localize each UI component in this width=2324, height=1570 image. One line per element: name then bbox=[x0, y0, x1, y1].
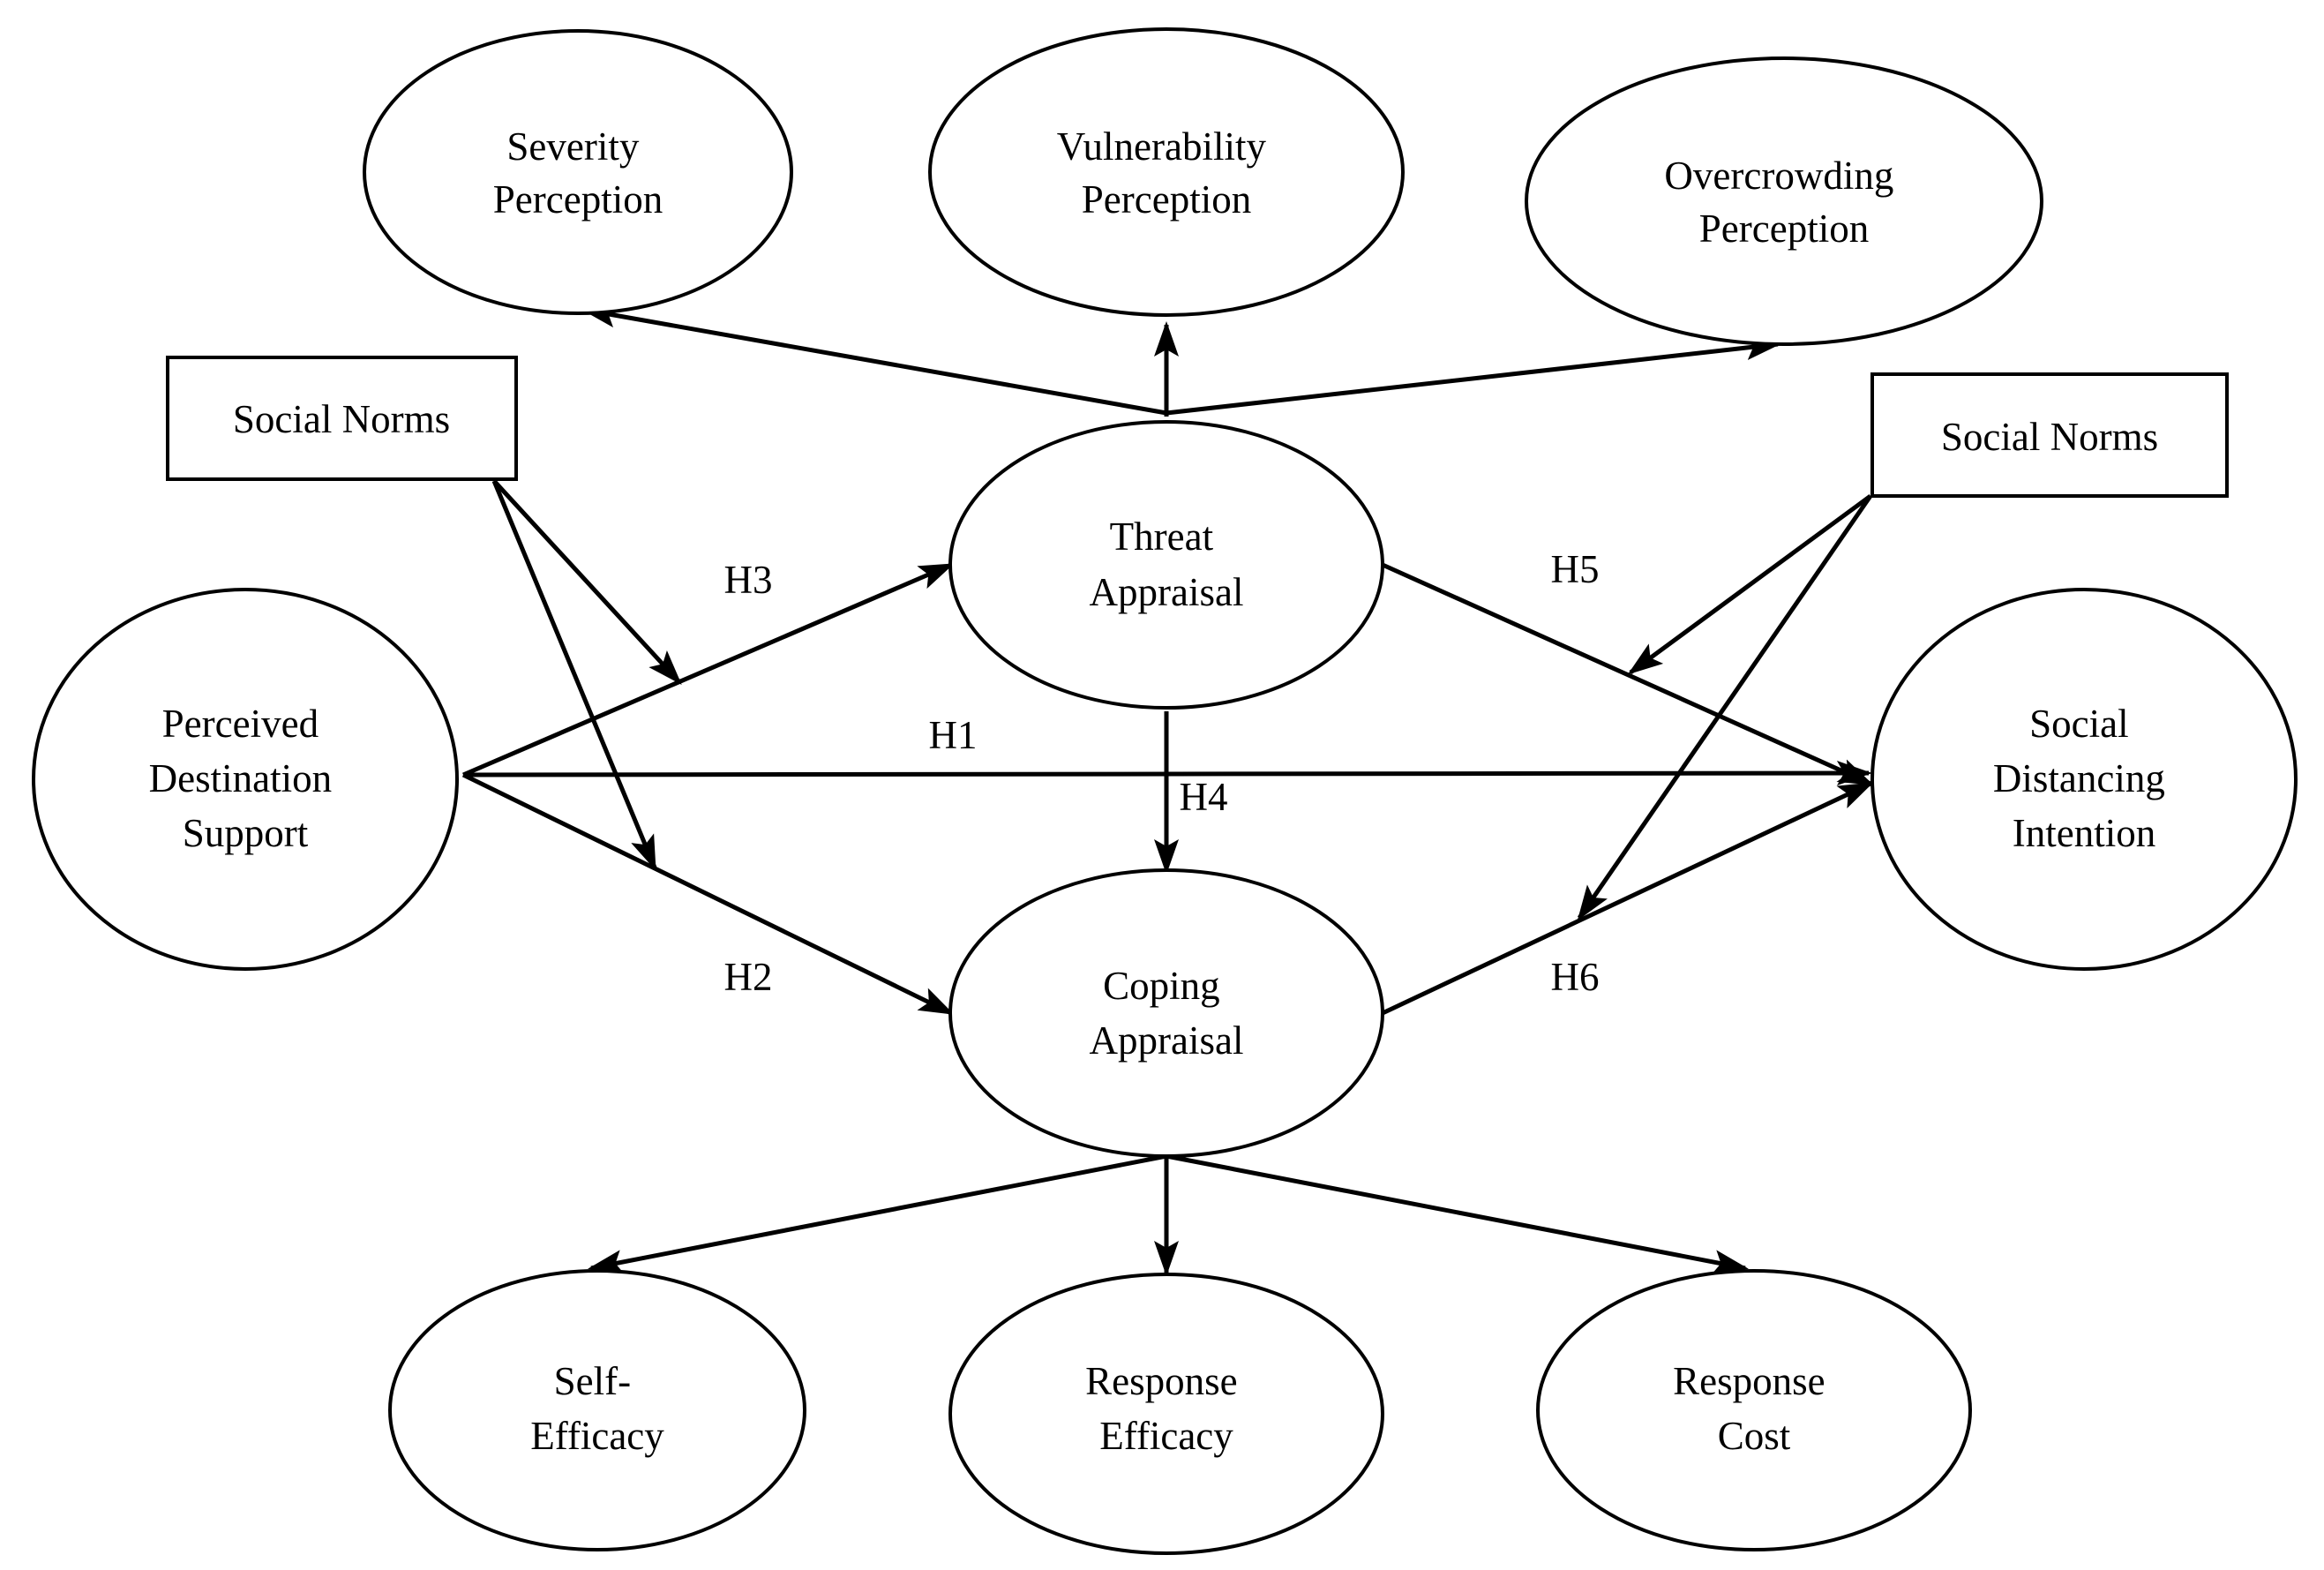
svg-text:Response Cost: Response Cost bbox=[1673, 1359, 1835, 1458]
node-coping-appraisal: Coping Appraisal bbox=[948, 868, 1384, 1158]
arrow-coping-to-response-cost bbox=[1166, 1153, 1749, 1274]
node-social-norms-left: Social Norms bbox=[166, 356, 518, 481]
svg-text:Threat Appraisal: Threat Appraisal bbox=[1090, 515, 1244, 614]
svg-text:Vulnerability Perception: Vulnerability Perception bbox=[1057, 124, 1277, 222]
arrow-threat-to-severity bbox=[581, 303, 1167, 416]
node-threat-appraisal: Threat Appraisal bbox=[948, 420, 1384, 710]
node-response-cost: Response Cost bbox=[1536, 1269, 1972, 1551]
svg-text:Perceived Destination: Perceived Destination Support bbox=[149, 702, 342, 855]
arrow-social-norms-left-to-h2-path bbox=[491, 480, 657, 871]
arrow-perceived-to-threat bbox=[462, 562, 955, 777]
node-response-efficacy: Response Efficacy bbox=[948, 1273, 1384, 1555]
arrow-coping-to-self-efficacy bbox=[588, 1153, 1167, 1274]
svg-text:Coping Appraisal: Coping Appraisal bbox=[1090, 964, 1244, 1063]
arrow-social-norms-left-to-h3-path bbox=[492, 479, 682, 685]
label-h1: H1 bbox=[929, 713, 978, 757]
arrow-perceived-to-coping bbox=[461, 772, 955, 1016]
label-h2: H2 bbox=[724, 955, 773, 999]
svg-text:Social Norms: Social Norms bbox=[1941, 415, 2158, 459]
node-social-norms-right: Social Norms bbox=[1870, 372, 2229, 498]
node-perceived-destination-support: Perceived Destination Support bbox=[32, 588, 459, 971]
label-h5: H5 bbox=[1551, 547, 1600, 591]
node-vulnerability-perception: Vulnerability Perception bbox=[928, 27, 1405, 317]
node-overcrowding-perception: Overcrowding Perception bbox=[1525, 56, 2043, 346]
svg-text:Response Efficacy: Response Efficacy bbox=[1085, 1359, 1248, 1458]
svg-text:Severity Perception: Severity Perception bbox=[493, 124, 663, 222]
arrow-threat-to-overcrowding bbox=[1166, 335, 1781, 416]
svg-text:Social Norms: Social Norms bbox=[233, 397, 450, 441]
arrow-threat-to-social-distancing bbox=[1381, 562, 1874, 786]
label-h3: H3 bbox=[724, 558, 773, 602]
arrow-coping-to-social-distancing bbox=[1381, 781, 1874, 1016]
label-h6: H6 bbox=[1551, 955, 1600, 999]
label-h4: H4 bbox=[1180, 775, 1228, 819]
node-severity-perception: Severity Perception bbox=[363, 29, 793, 315]
arrow-social-norms-right-to-h6-path bbox=[1577, 494, 1873, 921]
svg-text:Self- Efficacy: Self- Efficacy bbox=[530, 1359, 664, 1458]
svg-text:Overcrowding Perception: Overcrowding Perception bbox=[1664, 154, 1903, 251]
svg-text:Social Distancing: Social Distancing Intention bbox=[1993, 702, 2175, 855]
node-social-distancing-intention: Social Distancing Intention bbox=[1870, 588, 2298, 971]
arrow-social-norms-right-to-h5-path bbox=[1627, 493, 1872, 675]
node-self-efficacy: Self- Efficacy bbox=[388, 1269, 806, 1551]
